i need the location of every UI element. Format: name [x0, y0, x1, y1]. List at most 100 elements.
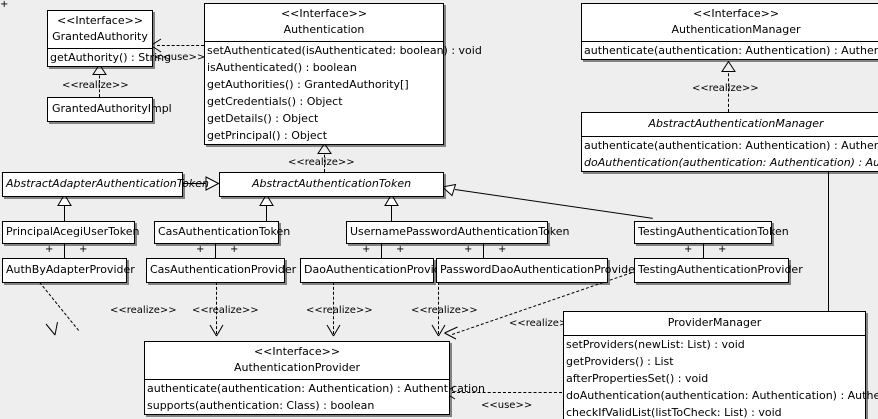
class-header-authentication-manager: <<Interface>> AuthenticationManager: [582, 4, 878, 41]
use-line-authentication-granted-authority: [157, 45, 204, 46]
operation-row: getPrincipal() : Object: [207, 129, 328, 142]
multiplicity-marker: +: [684, 244, 693, 255]
class-name-label: CasAuthenticationToken: [158, 225, 291, 238]
operation-row: getCredentials() : Object: [207, 95, 343, 108]
class-authentication-manager[interactable]: <<Interface>> AuthenticationManager auth…: [581, 3, 878, 60]
realize-arrow-abstract-authentication-manager: [721, 61, 736, 72]
operation-row: isAuthenticated() : boolean: [207, 61, 357, 74]
generalization-line-abstract-adapter-token: [182, 183, 206, 184]
class-granted-authority[interactable]: <<Interface>> GrantedAuthority getAuthor…: [47, 10, 172, 67]
class-name-label: ProviderManager: [667, 316, 762, 329]
operation-row: authenticate(authentication: Authenticat…: [584, 44, 878, 57]
class-name-label: AbstractAuthenticationToken: [251, 177, 412, 190]
relationship-label-realize-testing-authentication-provider: <<realize>>: [509, 318, 576, 329]
class-granted-authority-impl[interactable]: GrantedAuthorityImpl: [47, 97, 172, 122]
operation-row: getDetails() : Object: [207, 112, 319, 125]
realize-line-granted-authority-impl: [99, 66, 100, 97]
operation-row: getAuthority() : String: [50, 51, 172, 64]
class-cas-authentication-token[interactable]: CasAuthenticationToken: [154, 221, 291, 244]
class-auth-by-adapter-provider[interactable]: AuthByAdapterProvider: [2, 258, 135, 283]
operation-row: authenticate(authentication: Authenticat…: [147, 382, 485, 395]
generalization-arrow-testing-authentication-token: [441, 182, 457, 201]
multiplicity-marker: +: [396, 244, 405, 255]
class-abstract-authentication-token[interactable]: AbstractAuthenticationToken: [219, 172, 444, 197]
class-name-label: AbstractAuthenticationManager: [648, 117, 824, 130]
class-header-granted-authority: <<Interface>> GrantedAuthority: [48, 11, 152, 48]
relationship-label-use-granted-authority: <<use>>: [154, 52, 206, 63]
realize-arrow-dao-authentication-provider: [326, 322, 341, 341]
class-name-label: PasswordDaoAuthenticationProvider: [440, 263, 640, 276]
operation-row: doAuthentication(authentication: Authent…: [584, 156, 878, 169]
class-name-label: DaoAuthenticationProvider: [304, 263, 452, 276]
stereotype-label: <<Interface>>: [56, 14, 144, 27]
operations-authentication-provider: authenticate(authentication: Authenticat…: [145, 379, 485, 414]
multiplicity-marker: +: [196, 244, 205, 255]
relationship-label-realize-password-dao-authentication-provider: <<realize>>: [411, 305, 478, 316]
relationship-label-realize-cas-authentication-provider: <<realize>>: [192, 305, 259, 316]
class-name-label: GrantedAuthority: [52, 30, 148, 43]
multiplicity-marker: +: [718, 244, 727, 255]
class-name-label: TestingAuthenticationProvider: [638, 263, 803, 276]
realize-arrow-auth-by-adapter-provider: [44, 320, 60, 340]
realize-line-password-dao-authentication-provider: [438, 282, 439, 334]
class-name-label: PrincipalAcegiUserToken: [6, 225, 140, 238]
operation-row: authenticate(authentication: Authenticat…: [584, 139, 878, 152]
class-abstract-adapter-authentication-token[interactable]: AbstractAdapterAuthenticationToken: [2, 172, 209, 197]
class-header-authentication-provider: <<Interface>> AuthenticationProvider: [145, 342, 449, 379]
multiplicity-marker: +: [498, 244, 507, 255]
class-name-label: Authentication: [283, 23, 365, 36]
realize-line-abstract-authentication-token: [324, 145, 325, 172]
stereotype-label: <<Interface>>: [253, 345, 341, 358]
operations-granted-authority: getAuthority() : String: [48, 48, 172, 66]
class-abstract-authentication-manager[interactable]: AbstractAuthenticationManager authentica…: [581, 112, 878, 172]
stereotype-label: <<Interface>>: [692, 7, 780, 20]
multiplicity-marker: +: [45, 244, 54, 255]
class-header-auth-by-adapter-provider: AuthByAdapterProvider: [3, 259, 135, 282]
class-name-label: UsernamePasswordAuthenticationToken: [350, 225, 570, 238]
association-line-dao-token-provider: [381, 241, 382, 258]
operation-row: checkIfValidList(listToCheck: List) : vo…: [566, 406, 782, 419]
stereotype-label: <<Interface>>: [280, 7, 368, 20]
class-header-cas-authentication-provider: CasAuthenticationProvider: [147, 259, 297, 282]
class-password-dao-authentication-provider[interactable]: PasswordDaoAuthenticationProvider: [436, 258, 640, 283]
association-line-principal-token-provider: [64, 241, 65, 258]
class-testing-authentication-token[interactable]: TestingAuthenticationToken: [634, 221, 789, 244]
operations-provider-manager: setProviders(newList: List) : void getPr…: [564, 335, 878, 419]
class-provider-manager[interactable]: ProviderManager setProviders(newList: Li…: [563, 311, 878, 419]
class-header-username-password-authentication-token: UsernamePasswordAuthenticationToken: [347, 222, 570, 243]
realize-arrow-cas-authentication-provider: [209, 322, 224, 341]
realize-line-dao-authentication-provider: [333, 282, 334, 334]
class-dao-authentication-provider[interactable]: DaoAuthenticationProvider: [300, 258, 452, 283]
class-principal-acegi-user-token[interactable]: PrincipalAcegiUserToken: [2, 221, 140, 244]
realize-line-abstract-authentication-manager: [728, 63, 729, 112]
realize-arrow-password-dao-authentication-provider: [431, 322, 446, 341]
class-header-granted-authority-impl: GrantedAuthorityImpl: [48, 98, 172, 121]
class-header-password-dao-authentication-provider: PasswordDaoAuthenticationProvider: [437, 259, 640, 282]
generalization-line-provider-manager: [828, 167, 829, 312]
operation-row: afterPropertiesSet() : void: [566, 372, 709, 385]
class-name-label: CasAuthenticationProvider: [150, 263, 297, 276]
class-header-testing-authentication-token: TestingAuthenticationToken: [635, 222, 789, 243]
class-header-authentication: <<Interface>> Authentication: [205, 4, 443, 41]
class-testing-authentication-provider[interactable]: TestingAuthenticationProvider: [634, 258, 803, 283]
multiplicity-marker: +: [362, 244, 371, 255]
operations-abstract-authentication-manager: authenticate(authentication: Authenticat…: [582, 136, 878, 171]
operation-row: doAuthentication(authentication: Authent…: [566, 389, 878, 402]
class-cas-authentication-provider[interactable]: CasAuthenticationProvider: [146, 258, 297, 283]
class-header-provider-manager: ProviderManager: [564, 312, 865, 335]
class-authentication[interactable]: <<Interface>> Authentication setAuthenti…: [204, 3, 482, 145]
class-name-label: AuthByAdapterProvider: [6, 263, 135, 276]
relationship-label-realize-granted-authority-impl: <<realize>>: [62, 80, 129, 91]
class-name-label: GrantedAuthorityImpl: [52, 102, 172, 115]
realize-line-cas-authentication-provider: [216, 282, 217, 334]
multiplicity-marker: +: [79, 244, 88, 255]
generalization-line-testing-authentication-token: [454, 189, 653, 219]
class-header-testing-authentication-provider: TestingAuthenticationProvider: [635, 259, 803, 282]
class-authentication-provider[interactable]: <<Interface>> AuthenticationProvider aut…: [144, 341, 485, 415]
generalization-line-cas-authentication-token: [266, 205, 267, 221]
class-name-label: AbstractAdapterAuthenticationToken: [6, 177, 209, 190]
class-username-password-authentication-token[interactable]: UsernamePasswordAuthenticationToken: [346, 221, 570, 244]
multiplicity-marker: +: [464, 244, 473, 255]
class-header-dao-authentication-provider: DaoAuthenticationProvider: [301, 259, 452, 282]
association-line-password-dao-token-provider: [483, 241, 484, 258]
